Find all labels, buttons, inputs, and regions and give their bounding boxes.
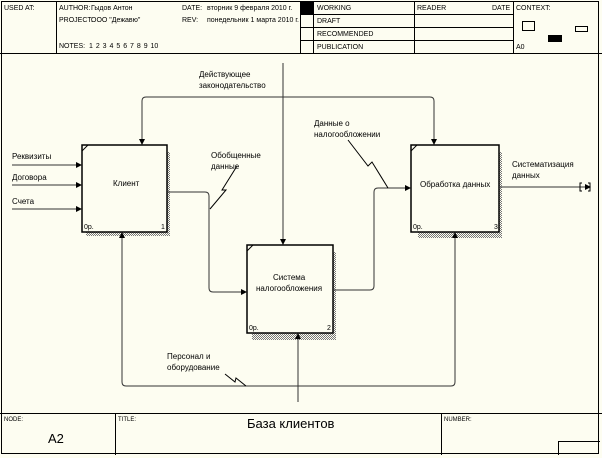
status-recommended[interactable]: RECOMMENDED — [317, 31, 374, 38]
author-label: AUTHOR: — [59, 5, 91, 12]
diagram-title: База клиентов — [247, 416, 335, 431]
box-1-cost: 0р. — [84, 224, 94, 231]
label-generalized-1: Обобщенные — [211, 151, 261, 160]
context-box-current — [548, 35, 562, 42]
status-working[interactable]: WORKING — [317, 5, 352, 12]
node-value: A2 — [48, 431, 64, 446]
box-2-cost: 0р. — [249, 325, 259, 332]
label-control-1: Действующее — [199, 70, 251, 79]
reader-label: READER — [417, 5, 447, 12]
squiggle-tax — [347, 139, 389, 189]
arrow-tax-data — [333, 185, 411, 291]
box-3-cost: 0р. — [413, 224, 423, 231]
arrow-generalized-data — [167, 191, 247, 295]
label-control-2: законодательство — [199, 81, 266, 90]
label-generalized-2: данные — [211, 162, 240, 171]
arrow-mechanism-box1 — [119, 232, 298, 387]
label-mechanism-2: оборудование — [167, 363, 220, 372]
context-box-left — [522, 21, 535, 31]
project-value: ООО "Дежавю" — [91, 17, 141, 24]
date-value: вторник 9 февраля 2010 г. — [207, 5, 293, 12]
arrow-mechanism-box3 — [298, 232, 458, 387]
arrow-control-box3 — [283, 96, 437, 145]
label-output-1: Систематизация — [512, 160, 574, 169]
reader-date-label: DATE — [492, 5, 511, 12]
project-label: PROJECT: — [59, 17, 93, 24]
label-output-2: данных — [512, 171, 540, 180]
label-scheta: Счета — [12, 197, 35, 206]
box-2-name-line-1: Система — [273, 273, 306, 282]
node-label: NODE: — [4, 417, 24, 423]
label-tax-2: налогообложении — [314, 130, 381, 139]
context-box-right — [575, 26, 588, 32]
title-label: TITLE: — [118, 417, 137, 423]
label-dogovora: Договора — [12, 173, 47, 182]
box-1-number: 1 — [161, 224, 165, 231]
used-at-label: USED AT: — [4, 5, 35, 12]
squiggle-generalized — [209, 165, 238, 210]
tunnel-icon — [579, 182, 591, 192]
activity-box-1[interactable] — [81, 144, 168, 233]
working-status-marker — [301, 2, 313, 14]
context-label: CONTEXT: — [516, 5, 551, 12]
number-label: NUMBER: — [444, 417, 472, 423]
squiggle-mechanism — [224, 373, 247, 387]
label-mechanism-1: Персонал и — [167, 352, 211, 361]
label-rekvizity: Реквизиты — [12, 152, 52, 161]
date-label: DATE: — [182, 5, 203, 12]
context-node: A0 — [516, 44, 525, 51]
label-tax-1: Данные о — [314, 119, 350, 128]
notes-list[interactable]: 1 2 3 4 5 6 7 8 9 10 — [89, 43, 159, 50]
notes-label: NOTES: — [59, 43, 86, 50]
status-draft[interactable]: DRAFT — [317, 18, 341, 25]
rev-value: понедельник 1 марта 2010 г. — [207, 17, 299, 24]
activity-box-2[interactable] — [246, 244, 334, 334]
box-2-number: 2 — [327, 325, 331, 332]
box-2-name-line-2: налогообложения — [256, 284, 323, 293]
arrow-control-box1 — [139, 96, 283, 145]
rev-label: REV: — [182, 17, 199, 24]
activity-box-3[interactable] — [410, 144, 500, 233]
box-1-name: Клиент — [113, 179, 140, 188]
author-value: Гыдов Антон — [91, 5, 133, 12]
box-3-number: 3 — [494, 224, 498, 231]
status-publication[interactable]: PUBLICATION — [317, 44, 364, 51]
box-3-name: Обработка данных — [420, 180, 491, 189]
